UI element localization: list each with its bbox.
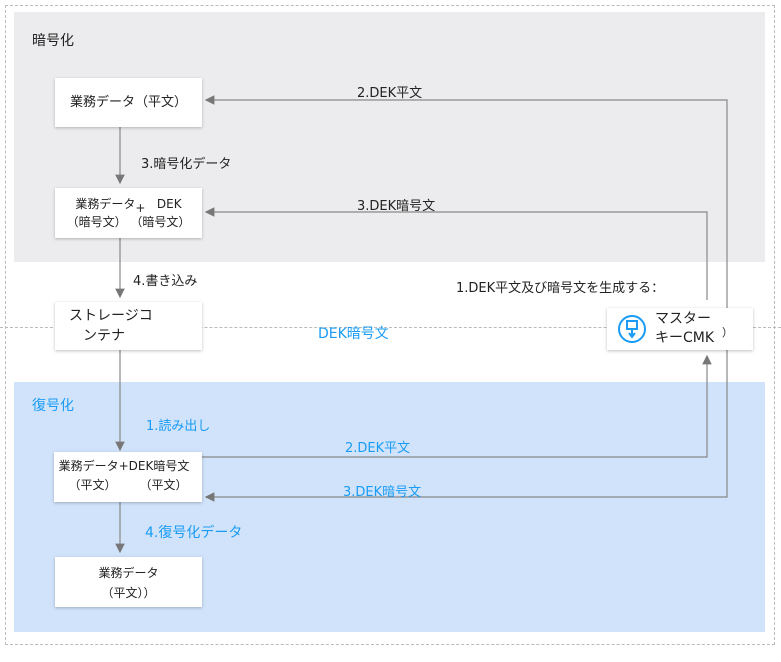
decrypt-title: 復号化 xyxy=(32,398,74,414)
label-dek-cipher: 3.DEK暗号文 xyxy=(357,199,436,214)
box-text: ンテナ xyxy=(83,328,125,344)
read-bundle-box: 業務データ+DEK暗号文 （平文） （平文） xyxy=(54,452,202,502)
key-icon xyxy=(618,315,646,343)
divider-line xyxy=(0,327,781,328)
box-text: （平文） xyxy=(68,478,117,492)
label-dek-plain: 2.DEK平文 xyxy=(357,86,423,101)
encrypt-title: 暗号化 xyxy=(32,33,74,49)
box-text: （暗号文） xyxy=(66,215,127,229)
box-text: キーCMK xyxy=(655,330,715,346)
storage-container-box: ストレージコ ンテナ xyxy=(55,302,202,350)
label-encrypted-data: 3.暗号化データ xyxy=(141,157,232,172)
label-write: 4.書き込み xyxy=(133,274,198,289)
diagram-border xyxy=(5,5,775,645)
arrow-dek-plain-decrypt xyxy=(202,354,712,458)
box-text: （平文） xyxy=(139,478,188,492)
arrow-dek-plain-encrypt xyxy=(204,95,728,308)
label-read: 1.読み出し xyxy=(146,419,211,434)
encrypted-bundle-box: 業務データ+ DEK （暗号文） （暗号文） xyxy=(55,188,202,238)
label-generate: 1.DEK平文及び暗号文を生成する： xyxy=(456,281,665,296)
plain-data-box: 業務データ（平文） xyxy=(55,78,202,127)
box-text: （暗号文） xyxy=(130,215,191,229)
label-storage-dek-cipher: DEK暗号文 xyxy=(318,326,389,342)
box-text: 業務データ xyxy=(98,566,159,580)
box-text: ） xyxy=(722,325,734,339)
decrypted-data-box: 業務データ （平文）） xyxy=(55,557,202,607)
master-key-cmk-box: マスターキーCMK ） xyxy=(607,308,753,350)
label-decrypt-dek-cipher: 3.DEK暗号文 xyxy=(343,485,422,500)
label-decrypted: 4.復号化データ xyxy=(145,525,243,541)
plus-sign: + xyxy=(135,201,146,215)
box-text: （平文）） xyxy=(101,586,156,600)
label-decrypt-dek-plain: 2.DEK平文 xyxy=(345,441,411,456)
box-text: ストレージコ xyxy=(69,308,153,324)
box-text: 業務データ xyxy=(75,197,136,211)
box-text: マスター xyxy=(655,311,711,327)
box-text: DEK xyxy=(156,197,182,211)
arrow-dek-cipher-encrypt xyxy=(204,207,708,300)
box-text: 業務データ+DEK暗号文 xyxy=(58,459,190,473)
arrow-dek-cipher-decrypt xyxy=(204,350,728,502)
